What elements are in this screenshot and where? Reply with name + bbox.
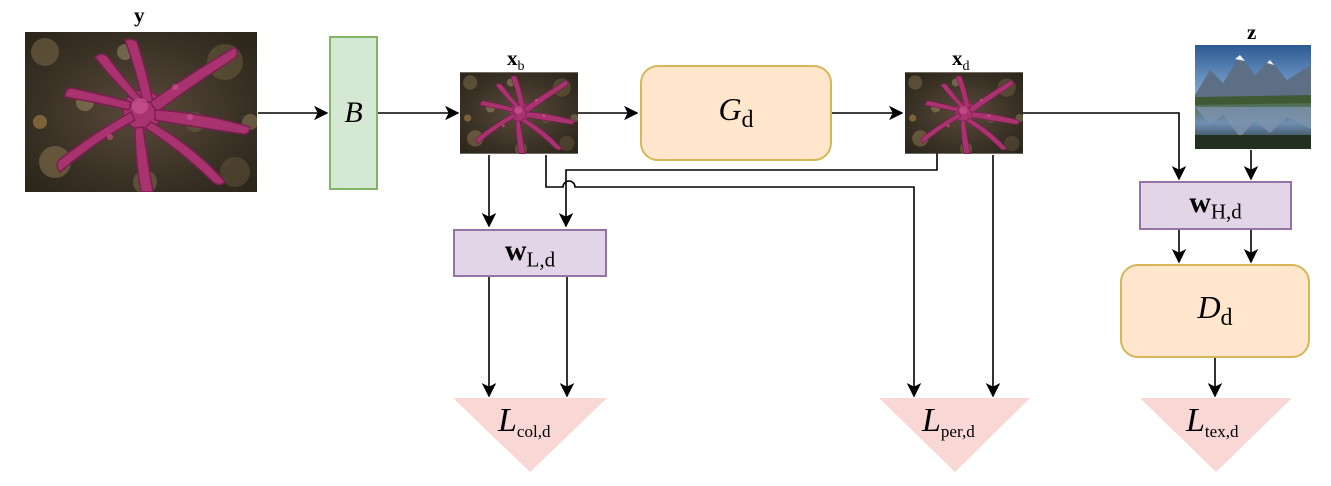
starfish-image-xb [460,72,578,154]
block-wh-label: wH,d [1189,186,1242,224]
arrow-xd-to-wl [558,153,938,228]
block-g-sub: d [741,107,754,134]
label-xd: xd [952,46,970,75]
loss-per-main: L [922,402,941,439]
loss-col-label: Lcol,d [498,402,550,442]
block-wl-label: wL,d [505,234,555,272]
loss-tex-triangle [1140,398,1292,472]
starfish-image-y [25,32,257,192]
loss-per-triangle [879,398,1030,472]
loss-tex-main: L [1186,402,1205,439]
loss-col-sub: col,d [516,421,551,441]
label-xd-main: x [952,46,963,70]
label-xb: xb [507,46,525,75]
block-b: B [329,36,378,190]
label-xb-sub: b [517,58,525,74]
label-xd-sub: d [962,58,970,74]
label-z: z [1247,20,1257,44]
block-wh: wH,d [1139,181,1292,230]
landscape-image-z [1195,45,1311,149]
block-wl-main: w [504,233,527,267]
block-d-sub: d [1220,305,1233,332]
label-xb-main: x [507,46,518,70]
block-discriminator-dd: Dd [1120,264,1310,358]
block-g-main: G [718,91,742,128]
loss-per-sub: per,d [940,421,975,441]
loss-tex-sub: tex,d [1204,421,1239,441]
arrow-xd-to-wh [1022,112,1187,181]
label-y: y [134,3,145,27]
block-b-label: B [344,96,363,129]
block-generator-gd: Gd [640,65,832,161]
block-wh-main: w [1189,186,1211,220]
loss-tex-label: Ltex,d [1186,402,1238,442]
arrow-xb-to-lper [545,155,922,398]
starfish-image-xd [905,72,1023,154]
block-wl: wL,d [453,229,607,277]
block-d-label: Dd [1197,289,1232,332]
loss-per-label: Lper,d [922,402,975,442]
block-wl-sub: L,d [526,247,556,272]
block-d-main: D [1197,289,1221,326]
block-wh-sub: H,d [1210,199,1242,224]
loss-col-triangle [453,398,607,472]
loss-col-main: L [498,402,517,439]
block-g-label: Gd [718,91,753,134]
